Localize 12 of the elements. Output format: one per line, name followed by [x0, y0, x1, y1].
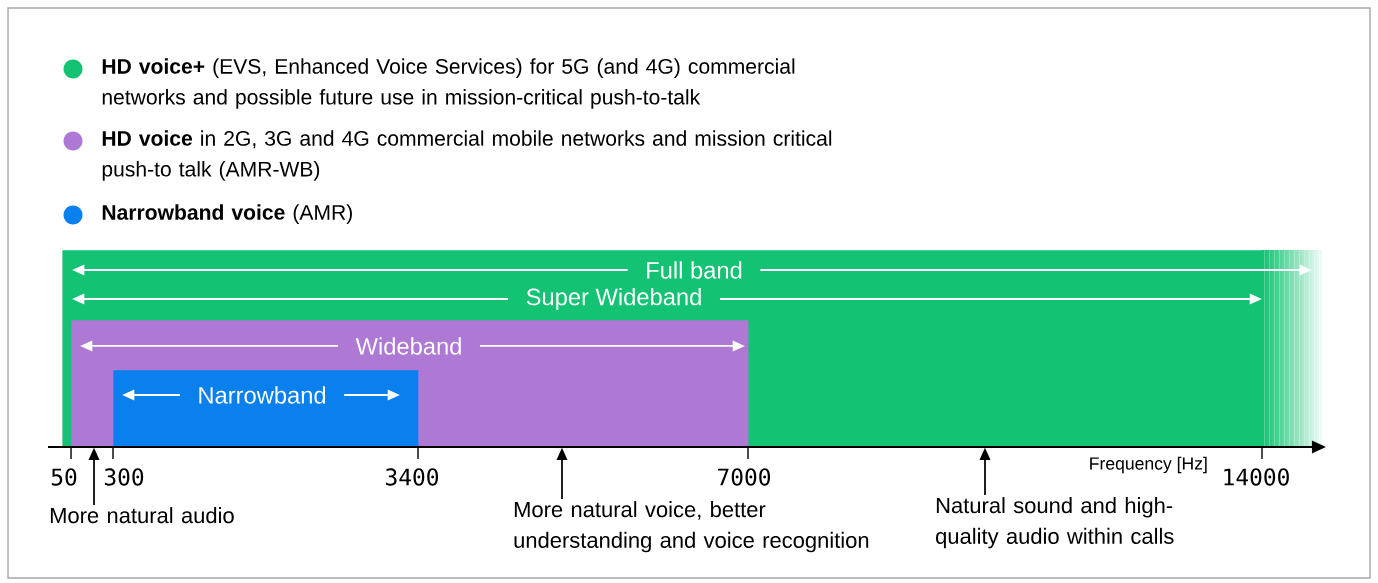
callout-text: Natural sound and high-quality audio within calls: [936, 497, 1174, 549]
callout-text: More natural audio: [50, 507, 234, 524]
legend-text: HD voice+ (EVS, Enhanced Voice Services) for 5G (and 4G) commercial networks and possible future use in mission-critical push-to-talk: [102, 58, 795, 109]
callout-text: More natural voice, better understanding and voice recognition: [514, 501, 869, 553]
legend-text: HD voice in 2G, 3G and 4G commercial mobile networks and mission critical push-to talk (AMR-WB): [102, 130, 832, 181]
tick-label: 7000: [718, 468, 770, 486]
axis-title: Frequency [Hz]: [1090, 456, 1207, 474]
legend-text: Narrowband voice (AMR): [102, 204, 352, 224]
tick-label: 3400: [386, 468, 439, 486]
tick-label: 300: [104, 468, 144, 486]
tick-label: 14000: [1224, 468, 1289, 486]
tick-label: 50: [51, 468, 77, 486]
